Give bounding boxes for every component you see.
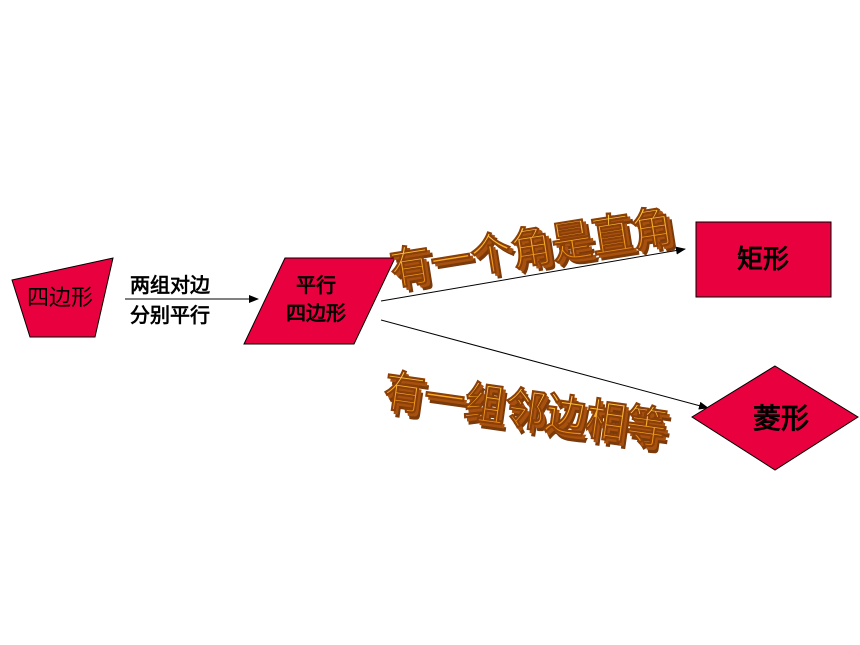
rectangle-node: 矩形 — [695, 221, 832, 298]
condition-to-parallelogram: 两组对边 分别平行 — [130, 273, 211, 327]
parallelogram-label-line2: 四边形 — [286, 301, 346, 325]
quadrilateral-node: 四边形 — [11, 257, 114, 338]
parallelogram-node: 平行 四边形 — [243, 257, 396, 345]
arrow-parallelogram-to-rhombus — [380, 319, 709, 410]
condition-to-rectangle-wordart: 有一个角是直角 有一个角是直角 有一个角是直角 — [386, 201, 682, 301]
arrow-parallelogram-to-rectangle — [380, 246, 686, 302]
rhombus-shape — [691, 365, 859, 471]
parallelogram-shape — [243, 257, 396, 345]
quadrilateral-label: 四边形 — [27, 286, 93, 311]
rectangle-shape — [695, 221, 832, 298]
condition-to-rhombus-wordart: 有一组邻边相等 有一组邻边相等 有一组邻边相等 — [380, 365, 674, 462]
quadrilateral-shape — [11, 257, 114, 338]
condition-to-parallelogram-line1: 两组对边 — [130, 273, 211, 297]
condition-to-parallelogram-line2: 分别平行 — [130, 303, 210, 327]
rhombus-node: 菱形 — [691, 365, 859, 471]
parallelogram-label-line1: 平行 — [296, 273, 336, 297]
rectangle-label: 矩形 — [737, 245, 789, 275]
rhombus-label: 菱形 — [753, 402, 809, 435]
condition-to-rectangle-text: 有一个角是直角 — [387, 201, 676, 296]
